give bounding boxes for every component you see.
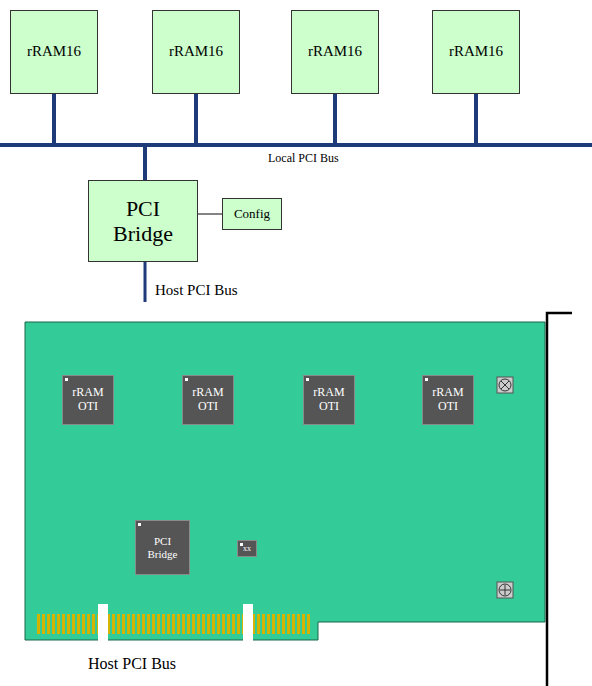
memory-chip: rRAM OTI [62,375,114,425]
node-text: rRAM OTI [69,386,107,414]
node-text: rRAM16 [169,43,223,60]
node-text: rRAM OTI [310,386,348,414]
bus-connector [145,94,196,180]
config-chip: xx [237,540,257,557]
memory-box: rRAM16 [432,10,520,94]
node-text: rRAM OTI [189,386,227,414]
memory-box: rRAM16 [10,10,98,94]
node-text: xx [243,544,251,553]
bus-label: Host PCI Bus [155,282,238,299]
node-text: rRAM16 [308,43,362,60]
bus-connector [54,94,145,180]
node-text: rRAM OTI [429,386,467,414]
node-text: rRAM16 [449,43,503,60]
bus-label: Local PCI Bus [268,151,339,166]
bus-connector [145,94,335,180]
key-notch [243,604,253,642]
edge-fingers [37,614,310,634]
node-text: rRAM16 [27,43,81,60]
host-bus-line [144,262,147,302]
node-text: Config [234,207,270,222]
key-notch [98,604,108,642]
node-text: PCI Bridge [109,196,177,247]
bus-connector [145,94,476,180]
bracket-screw [497,582,513,598]
memory-box: rRAM16 [291,10,379,94]
memory-chip: rRAM OTI [422,375,474,425]
connector-label: Host PCI Bus [88,655,176,673]
memory-chip: rRAM OTI [182,375,234,425]
mounting-bracket [547,313,572,686]
bus-connector [198,213,222,214]
pcb-board [25,322,545,640]
config-box: Config [222,198,282,230]
bridge-chip: PCI Bridge [135,520,190,575]
memory-box: rRAM16 [152,10,240,94]
memory-chip: rRAM OTI [303,375,355,425]
bridge-box: PCI Bridge [88,180,198,262]
node-text: PCI Bridge [141,535,184,560]
bracket-screw [497,377,513,393]
